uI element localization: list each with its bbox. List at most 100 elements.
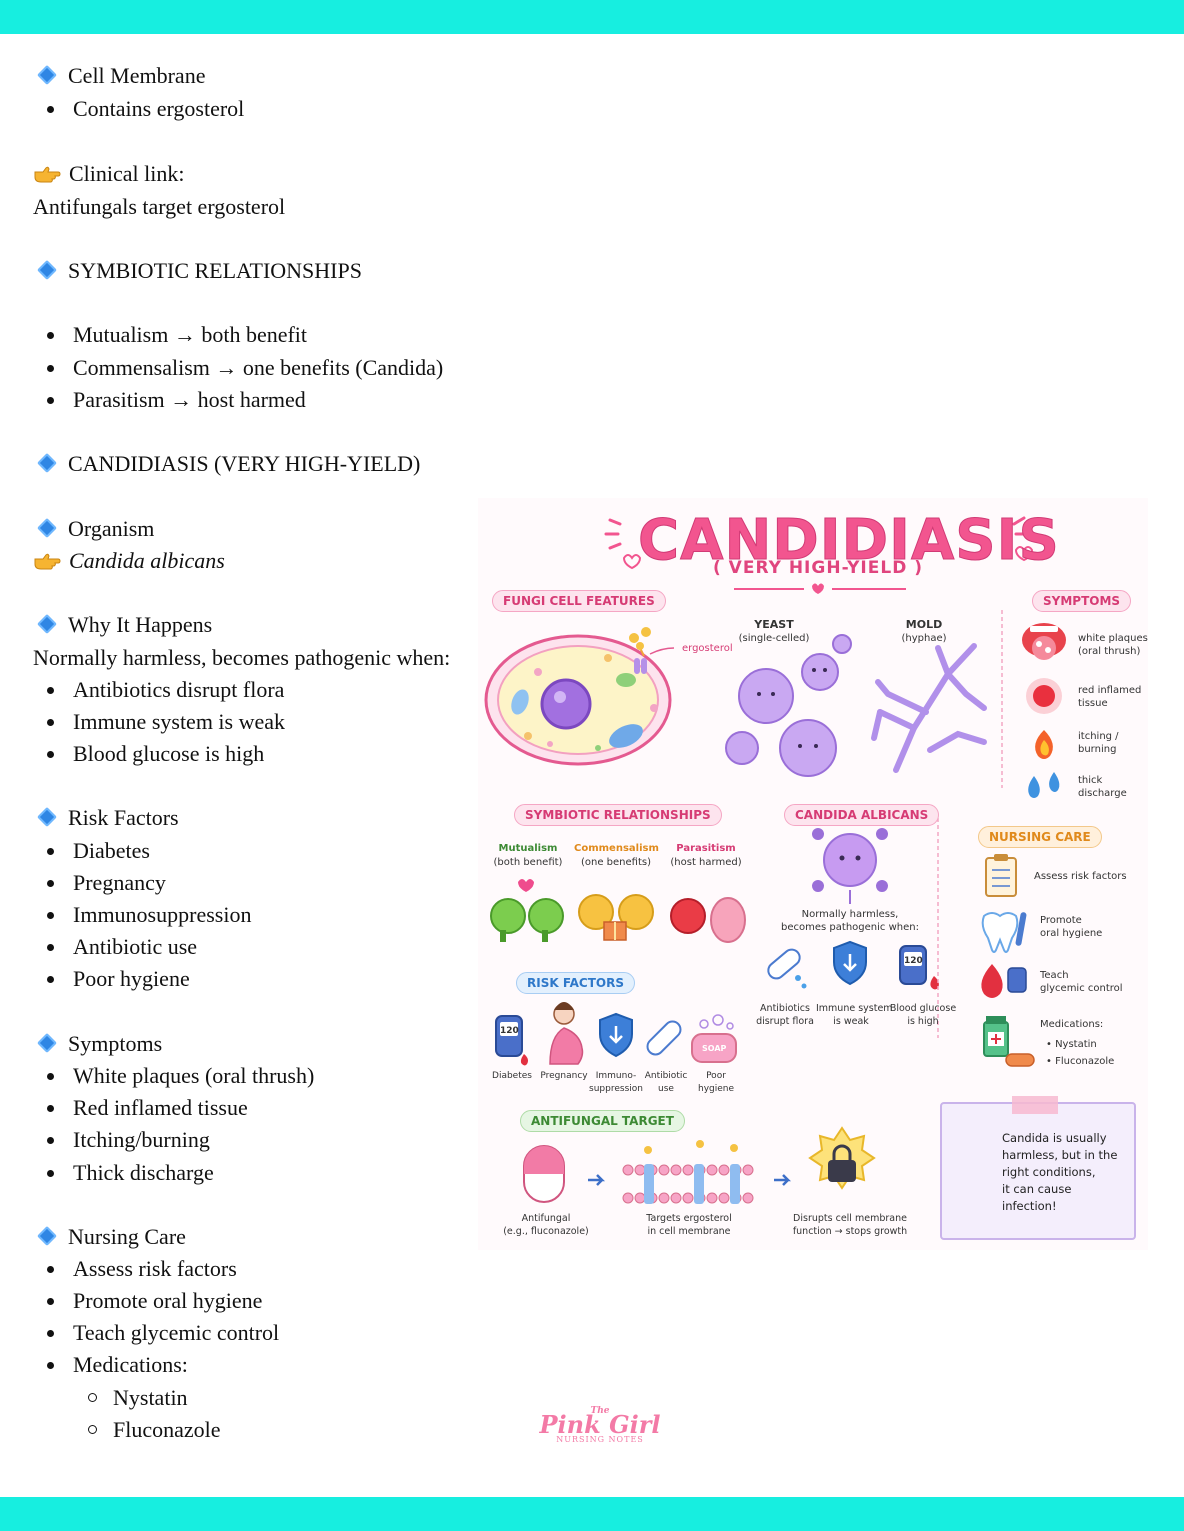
risk-factors-label: RISK FACTORS bbox=[516, 972, 636, 994]
mold-sublabel: (hyphae) bbox=[901, 633, 947, 644]
glucometer-reading: 120 bbox=[904, 956, 923, 966]
symptom-item: red inflamed tissue bbox=[1078, 685, 1142, 709]
yeast-cells-icon bbox=[725, 634, 852, 777]
blue-diamond-icon bbox=[37, 260, 57, 280]
list-item: Immune system is weak bbox=[46, 706, 285, 738]
blue-diamond-icon bbox=[37, 518, 57, 538]
heading-symptoms: Symptoms bbox=[33, 1028, 162, 1060]
fungi-cell-features-label: FUNGI CELL FEATURES bbox=[492, 590, 666, 612]
nursing-item: Teach glycemic control bbox=[1040, 970, 1123, 994]
list-item: Pregnancy bbox=[47, 867, 166, 899]
organism-name: Candida albicans bbox=[33, 545, 225, 577]
soap-icon bbox=[691, 1014, 737, 1063]
mold-label: MOLD bbox=[905, 618, 943, 631]
mouth-thrush-icon bbox=[1022, 623, 1066, 660]
tooth-icon bbox=[981, 912, 1027, 953]
bottom-color-band bbox=[0, 1497, 1184, 1531]
commensalism-label: Commensalism bbox=[574, 843, 659, 854]
info-note-card: Candida is usually harmless, but in the … bbox=[940, 1096, 1136, 1240]
list-subitem: Nystatin bbox=[88, 1382, 188, 1414]
list-item: Parasitism → host harmed bbox=[47, 384, 306, 416]
medications-label: Medications: bbox=[1040, 1019, 1104, 1030]
heading-symbiotic: SYMBIOTIC RELATIONSHIPS bbox=[33, 255, 362, 287]
medication-bottle-icon bbox=[983, 1016, 1035, 1067]
infographic-title: CANDIDIASIS bbox=[638, 508, 1060, 574]
logo-line-1: The bbox=[590, 1406, 610, 1416]
clinical-link-text: Antifungals target ergosterol bbox=[33, 194, 286, 219]
cause-item: Blood glucose is high bbox=[889, 1003, 957, 1027]
list-item: Promote oral hygiene bbox=[46, 1285, 262, 1317]
brand-logo: The Pink Girl NURSING NOTES bbox=[528, 1406, 672, 1466]
droplet-icon bbox=[1028, 776, 1040, 798]
infographic-subtitle: ( VERY HIGH-YIELD ) bbox=[712, 558, 924, 578]
heading-risk: Risk Factors bbox=[33, 802, 179, 834]
pointing-hand-icon bbox=[33, 547, 61, 579]
cause-item: Antibiotics disrupt flora bbox=[756, 1003, 814, 1027]
list-item: Teach glycemic control bbox=[46, 1317, 279, 1349]
list-item: Poor hygiene bbox=[47, 963, 190, 995]
risk-item: Pregnancy bbox=[540, 1071, 588, 1081]
list-item: Commensalism → one benefits (Candida) bbox=[46, 352, 443, 384]
clipboard-icon bbox=[985, 854, 1017, 897]
list-item: Diabetes bbox=[47, 835, 150, 867]
heart-icon bbox=[518, 879, 534, 892]
heading-clinical-link: Clinical link: bbox=[33, 158, 185, 190]
list-item: Medications: bbox=[47, 1349, 188, 1381]
ergosterol-label: ergosterol bbox=[682, 643, 733, 654]
list-item: White plaques (oral thrush) bbox=[46, 1060, 314, 1092]
list-item: Thick discharge bbox=[47, 1157, 214, 1189]
candida-caption: Normally harmless, becomes pathogenic wh… bbox=[781, 909, 919, 933]
symptom-item: white plaques (oral thrush) bbox=[1078, 633, 1148, 657]
soap-label: SOAP bbox=[702, 1044, 727, 1053]
blood-drop-icon bbox=[981, 964, 1003, 998]
yeast-label: YEAST bbox=[754, 618, 794, 631]
medication-item: • Nystatin bbox=[1046, 1039, 1097, 1050]
risk-item: Diabetes bbox=[492, 1071, 532, 1081]
antifungal-pill-icon bbox=[523, 1145, 565, 1203]
list-item: Antibiotics disrupt flora bbox=[46, 674, 284, 706]
candida-albicans-icon bbox=[812, 828, 888, 892]
heart-icon bbox=[812, 583, 824, 594]
cell-membrane-icon bbox=[622, 1140, 754, 1204]
blue-diamond-icon bbox=[37, 807, 57, 827]
glucometer-icon bbox=[1007, 967, 1027, 993]
risk-item: Immuno- suppression bbox=[589, 1071, 643, 1094]
heading-nursing: Nursing Care bbox=[33, 1221, 186, 1253]
mutualism-label: Mutualism bbox=[498, 843, 558, 854]
heading-candidiasis: CANDIDIASIS (VERY HIGH-YIELD) bbox=[33, 448, 420, 480]
yeast-sublabel: (single-celled) bbox=[738, 633, 810, 644]
blue-diamond-icon bbox=[37, 1226, 57, 1246]
list-subitem: Fluconazole bbox=[88, 1414, 221, 1446]
risk-item: Antibiotic use bbox=[644, 1071, 688, 1094]
antibiotic-capsule-icon bbox=[646, 1020, 682, 1056]
heading-cell-membrane: Cell Membrane bbox=[33, 60, 205, 92]
blood-drop-icon bbox=[930, 976, 939, 990]
mutualism-characters-icon bbox=[490, 898, 564, 942]
list-item: Antibiotic use bbox=[46, 931, 197, 963]
symptom-item: itching / burning bbox=[1078, 731, 1119, 755]
antifungal-item: Antifungal (e.g., fluconazole) bbox=[503, 1213, 589, 1237]
why-intro: Normally harmless, becomes pathogenic wh… bbox=[33, 645, 451, 670]
medication-item: • Fluconazole bbox=[1046, 1056, 1115, 1067]
padlock-icon bbox=[808, 1126, 876, 1190]
list-item: Itching/burning bbox=[47, 1124, 210, 1156]
logo-line-3: NURSING NOTES bbox=[556, 1435, 644, 1444]
blue-diamond-icon bbox=[37, 65, 57, 85]
heading-why: Why It Happens bbox=[33, 609, 212, 641]
heading-organism: Organism bbox=[33, 513, 154, 545]
cause-item: Immune system is weak bbox=[816, 1003, 893, 1027]
symptoms-label: SYMPTOMS bbox=[1032, 590, 1132, 612]
list-item: Mutualism → both benefit bbox=[46, 319, 307, 351]
pointing-hand-icon bbox=[33, 160, 61, 192]
parasitism-sublabel: (host harmed) bbox=[670, 857, 742, 868]
list-item: Red inflamed tissue bbox=[47, 1092, 248, 1124]
nursing-care-label: NURSING CARE bbox=[978, 826, 1102, 848]
candida-albicans-label: CANDIDA ALBICANS bbox=[784, 804, 940, 826]
tape-decoration bbox=[1012, 1096, 1058, 1114]
candidiasis-infographic: CANDIDIASIS ( VERY HIGH-YIELD ) FUNGI CE… bbox=[478, 498, 1148, 1250]
inflamed-tissue-icon bbox=[1026, 678, 1062, 714]
commensalism-characters-icon bbox=[578, 894, 654, 941]
blue-diamond-icon bbox=[37, 1033, 57, 1053]
blue-diamond-icon bbox=[37, 453, 57, 473]
arrow-right-icon bbox=[774, 1174, 792, 1186]
